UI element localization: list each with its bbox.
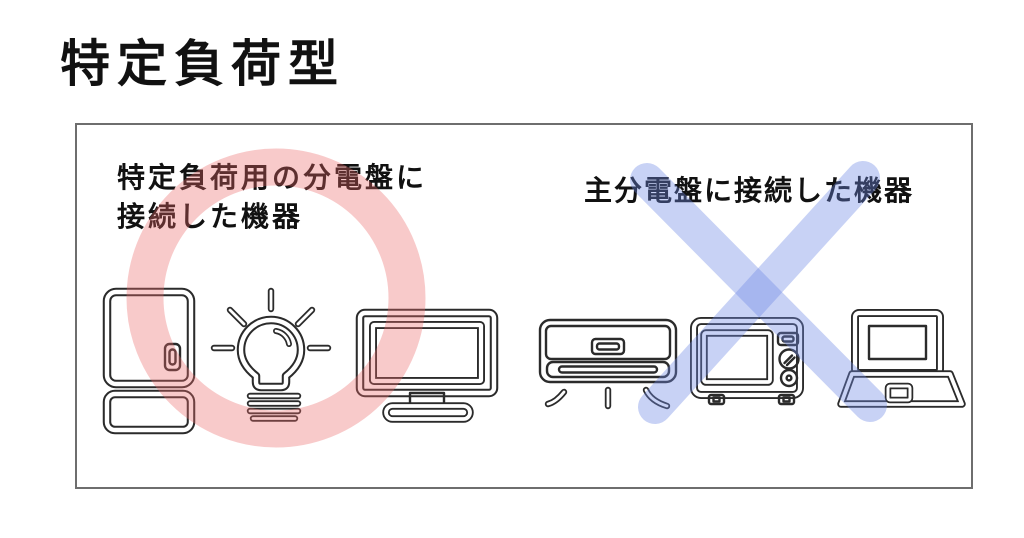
air-conditioner-icon xyxy=(538,318,678,412)
monitor-icon xyxy=(355,308,499,423)
panel-prohibited: 主分電盤に接続した機器 xyxy=(527,125,971,487)
allowed-heading-line2: 接続した機器 xyxy=(117,201,304,232)
prohibited-heading: 主分電盤に接続した機器 xyxy=(583,175,914,206)
allowed-heading: 特定負荷用の分電盤に 接続した機器 xyxy=(117,158,427,236)
laptop-icon xyxy=(837,309,966,408)
page-title: 特定負荷型 xyxy=(60,36,345,92)
comparison-frame: 特定負荷用の分電盤に 接続した機器 xyxy=(75,123,973,489)
refrigerator-icon xyxy=(102,287,196,435)
panel-allowed: 特定負荷用の分電盤に 接続した機器 xyxy=(77,125,525,487)
microwave-icon xyxy=(690,317,804,407)
allowed-heading-line1: 特定負荷用の分電盤に xyxy=(117,162,428,193)
light-bulb-icon xyxy=(210,287,332,426)
